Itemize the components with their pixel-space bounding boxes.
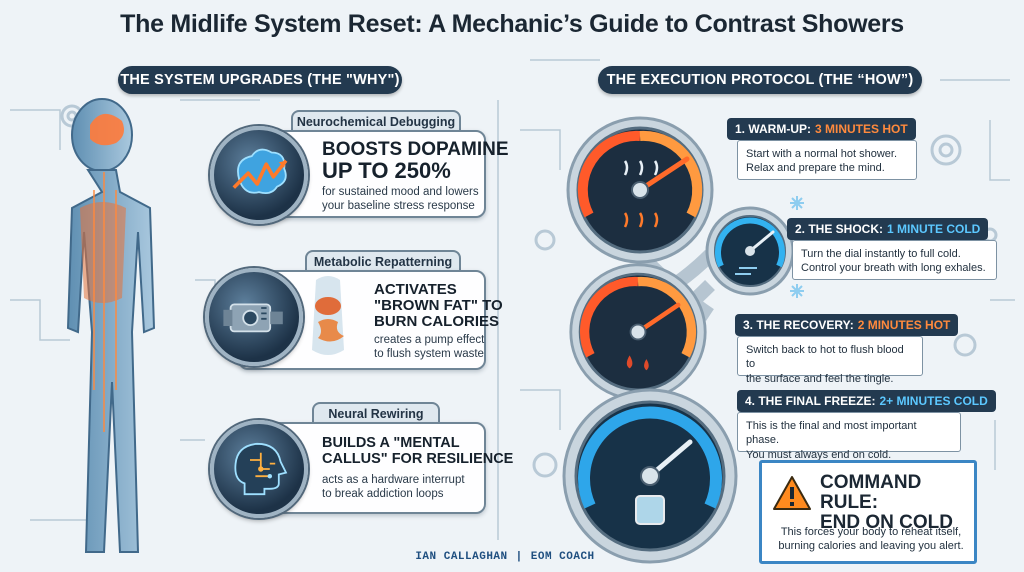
callus-sub-1: acts as a hardware interrupt (322, 474, 465, 486)
step-4-description: This is the final and most important pha… (737, 412, 961, 461)
step-3-line-2: the surface and feel the tingle. (746, 372, 894, 385)
engine-icon (205, 268, 303, 366)
step-2-label: 2. THE SHOCK: (795, 222, 884, 236)
step-3-line-1: Switch back to hot to flush blood to (746, 344, 904, 371)
step-3-description: Switch back to hot to flush blood to the… (737, 336, 923, 385)
command-rule-body: This forces your body to reheat itself, … (772, 525, 970, 554)
command-rule-title-2: END ON COLD (820, 511, 953, 533)
brown-fat-headline-3: BURN CALORIES (374, 313, 500, 330)
step-4-line-2: You must always end on cold. (746, 448, 892, 461)
command-rule-body-1: This forces your body to reheat itself, (780, 526, 962, 538)
step-2-description: Turn the dial instantly to full cold. Co… (792, 240, 997, 280)
callus-headline-2: CALLUS" FOR RESILIENCE (322, 451, 514, 467)
step-3-duration: 2 MINUTES HOT (857, 318, 951, 332)
step-2-line-1: Turn the dial instantly to full cold. (801, 248, 961, 260)
step-1-line-2: Relax and prepare the mind. (746, 162, 885, 175)
command-rule-box: COMMAND RULE: END ON COLD This forces yo… (759, 460, 977, 564)
step-4-line-1: This is the final and most important pha… (746, 420, 917, 447)
dopamine-sub-1: for sustained mood and lowers (322, 186, 479, 198)
step-1-line-1: Start with a normal hot shower. (746, 148, 898, 160)
hot-gauge-recovery (569, 263, 707, 401)
digestive-organs-icon (312, 276, 344, 355)
brain-chart-icon (210, 126, 308, 224)
dopamine-headline-1: BOOSTS DOPAMINE (322, 139, 509, 160)
command-rule-title-1: COMMAND RULE: (820, 472, 922, 513)
author-name: IAN CALLAGHAN (415, 551, 508, 563)
brown-fat-headline-1: ACTIVATES (374, 281, 457, 298)
step-2-tab: 2. THE SHOCK: 1 MINUTE COLD (787, 218, 989, 240)
page-title: The Midlife System Reset: A Mechanic’s G… (120, 10, 904, 38)
command-rule-body-2: burning calories and leaving you alert. (778, 540, 964, 553)
human-anatomy-figure (66, 98, 156, 553)
step-1-tab: 1. WARM-UP: 3 MINUTES HOT (727, 118, 916, 140)
command-rule-title: COMMAND RULE: END ON COLD (820, 473, 974, 533)
step-3-label: 3. THE RECOVERY: (743, 318, 854, 332)
why-section-header: THE SYSTEM UPGRADES (THE "WHY") (118, 66, 402, 94)
step-4-tab: 4. THE FINAL FREEZE: 2+ MINUTES COLD (737, 390, 996, 412)
step-4-duration: 2+ MINUTES COLD (879, 394, 988, 408)
cold-gauge-shock (705, 206, 795, 296)
warning-icon (773, 476, 811, 510)
step-1-description: Start with a normal hot shower. Relax an… (737, 140, 917, 180)
dopamine-headline-2: UP TO 250% (322, 158, 451, 183)
step-4-label: 4. THE FINAL FREEZE: (745, 394, 876, 408)
step-1-duration: 3 MINUTES HOT (815, 122, 908, 136)
callus-sub-2: to break addiction loops (322, 488, 444, 500)
step-3-tab: 3. THE RECOVERY: 2 MINUTES HOT (735, 314, 959, 336)
step-2-line-2: Control your breath with long exhales. (801, 262, 986, 275)
circuit-head-icon (210, 420, 308, 518)
brown-fat-sub-1: creates a pump effect (374, 334, 485, 346)
dopamine-sub-2: your baseline stress response (322, 200, 475, 212)
card-tab-neural: Neural Rewiring (312, 402, 440, 424)
hot-gauge-warm-up (566, 116, 714, 264)
brown-fat-sub-2: to flush system waste (374, 348, 484, 360)
author-role: EOM COACH (530, 551, 595, 563)
cold-gauge-final-freeze (562, 388, 738, 564)
callus-headline-1: BUILDS A "MENTAL (322, 435, 460, 451)
step-1-label: 1. WARM-UP: (735, 122, 811, 136)
how-section-header: THE EXECUTION PROTOCOL (THE “HOW”) (598, 66, 922, 94)
card-tab-neurochemical: Neurochemical Debugging (291, 110, 461, 132)
card-tab-metabolic: Metabolic Repatterning (305, 250, 461, 272)
step-2-duration: 1 MINUTE COLD (887, 222, 981, 236)
footer-credit: IAN CALLAGHAN | EOM COACH (340, 551, 670, 563)
brown-fat-headline-2: "BROWN FAT" TO (374, 297, 503, 314)
footer-separator: | (515, 551, 523, 563)
